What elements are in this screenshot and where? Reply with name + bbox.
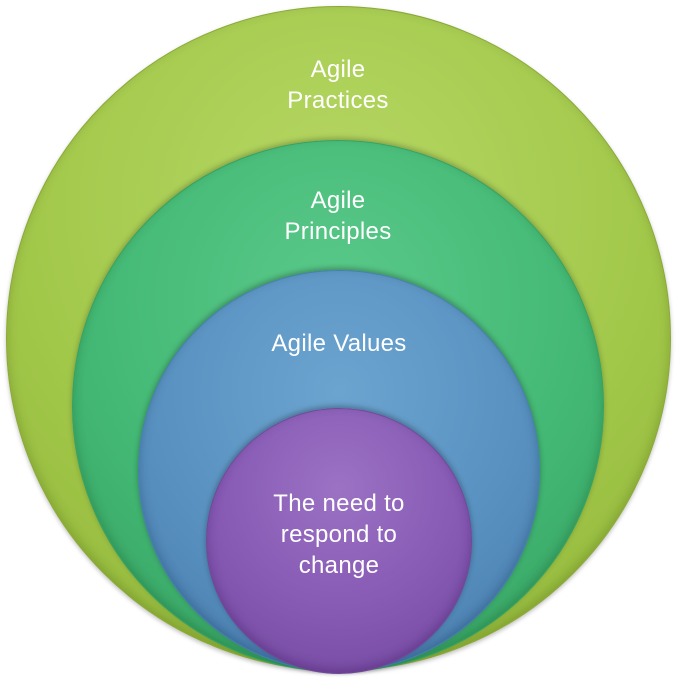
agile-values-label: Agile Values	[271, 330, 407, 357]
agile-principles-label: Agile Principles	[284, 187, 392, 245]
need-to-respond-label: The need to respond to change	[273, 490, 405, 579]
need-to-respond-circle	[206, 408, 472, 674]
agile-practices-label: Agile Practices	[287, 56, 389, 114]
